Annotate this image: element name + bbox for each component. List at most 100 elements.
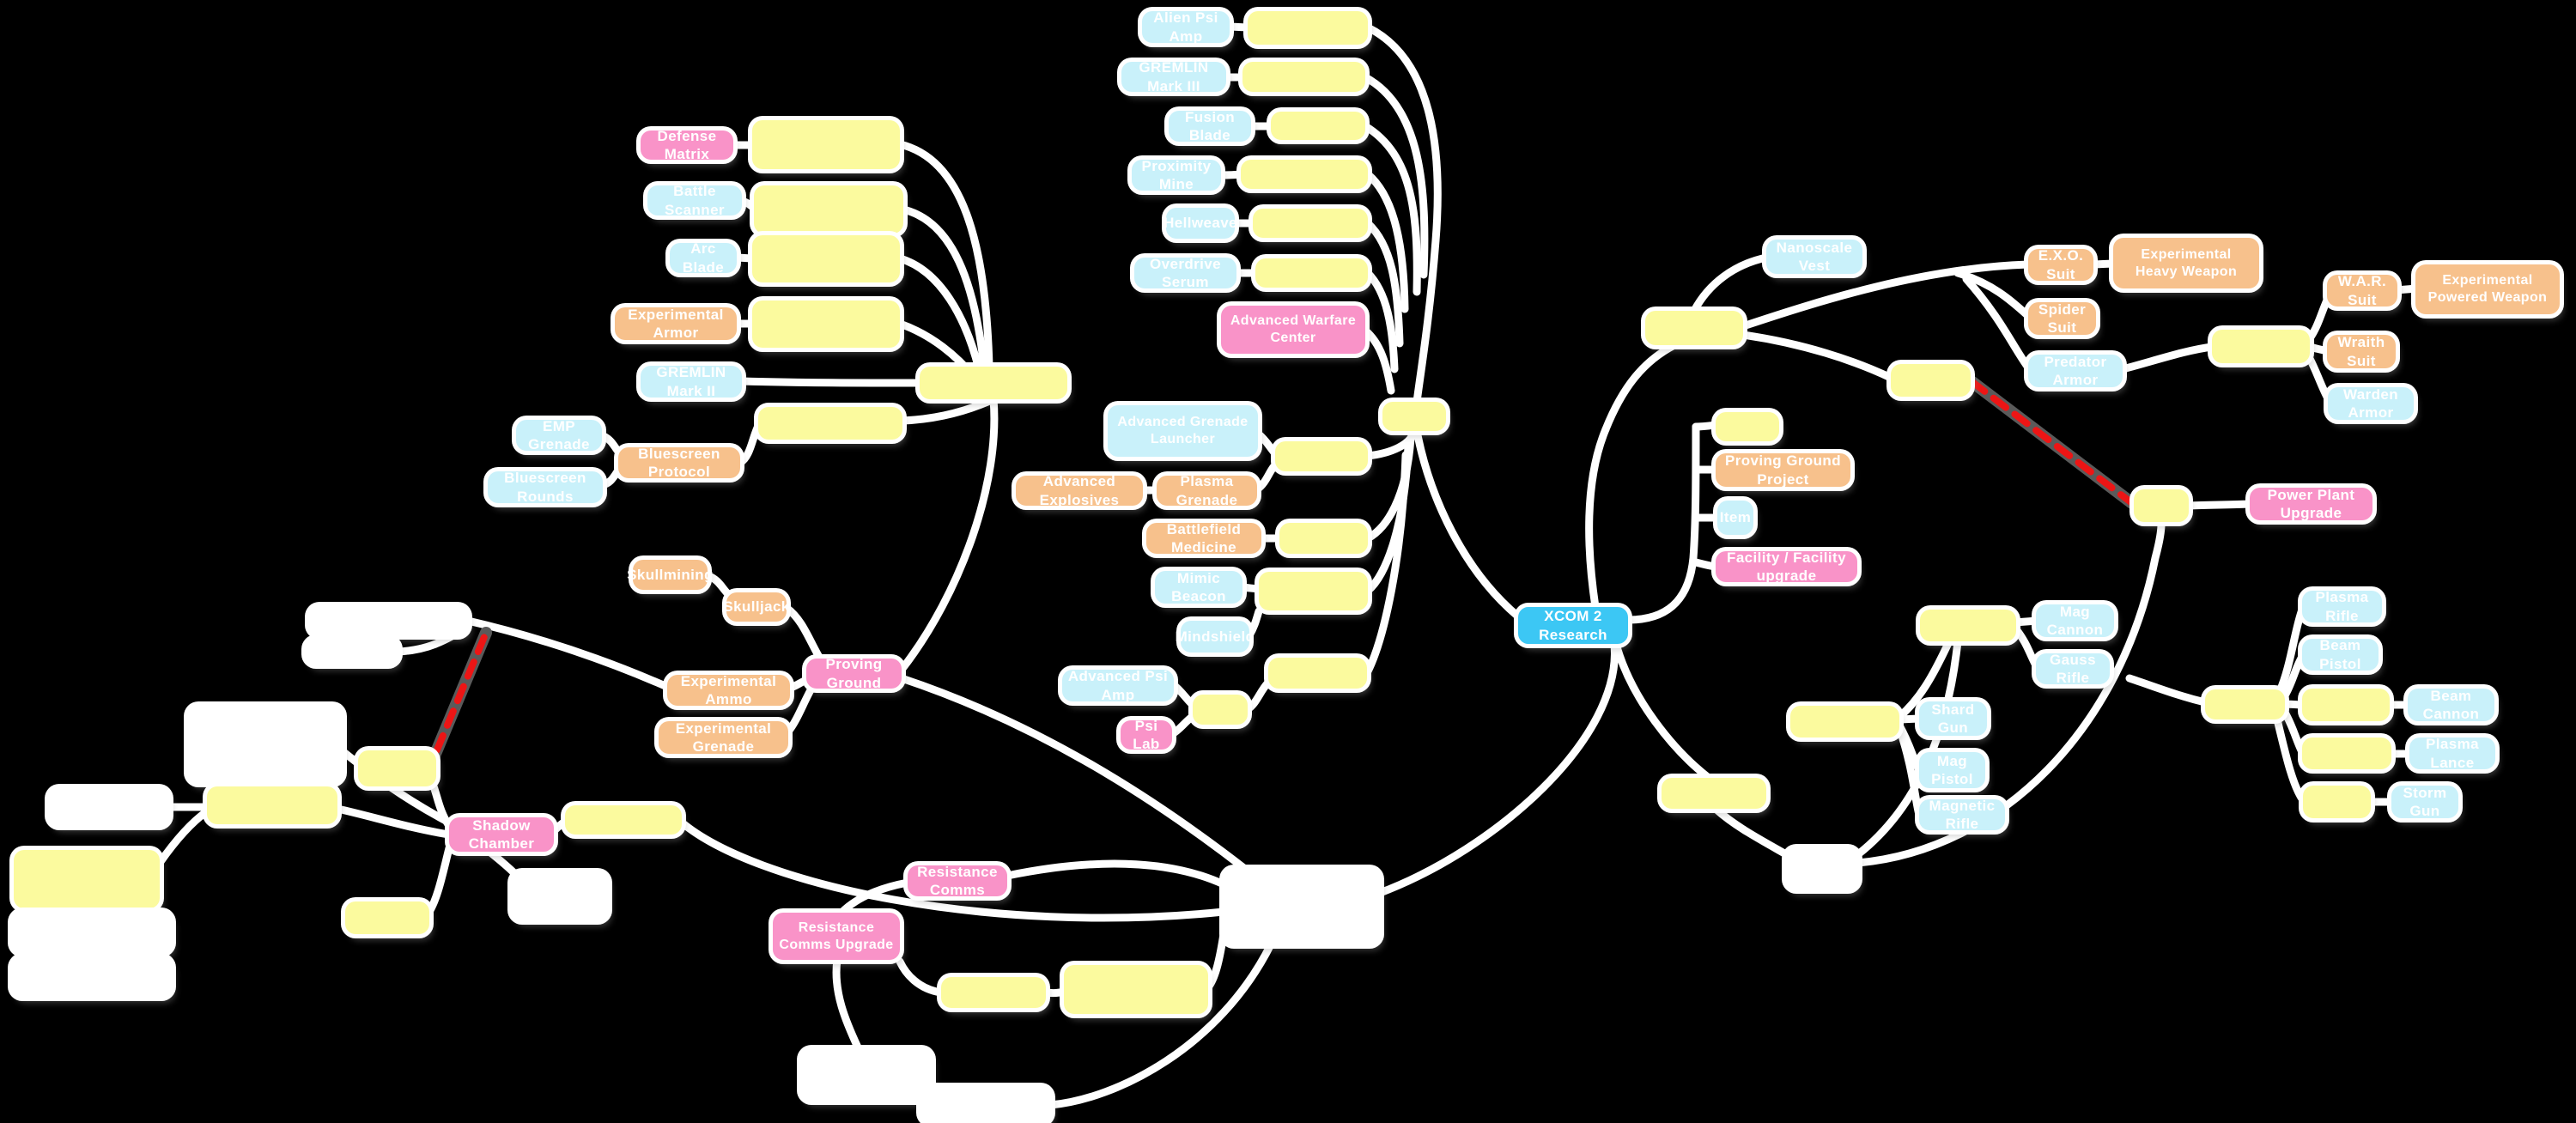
- research-r-hub1[interactable]: [1645, 311, 1743, 345]
- research-r-top[interactable]: [1716, 412, 1779, 441]
- resistance-comms[interactable]: Resistance Comms: [908, 864, 1007, 898]
- research-fr-1[interactable]: [2302, 689, 2390, 721]
- skullmining[interactable]: Skullmining: [627, 560, 713, 590]
- fusion-blade[interactable]: Fusion Blade: [1169, 109, 1251, 143]
- research-rc-1[interactable]: [941, 977, 1046, 1008]
- exo-suit[interactable]: E.X.O. Suit: [2028, 247, 2093, 282]
- alien-psi-amp[interactable]: Alien Psi Amp: [1142, 9, 1230, 45]
- white-shadow-left[interactable]: [49, 788, 169, 826]
- research-tl-3[interactable]: [752, 235, 900, 282]
- research-shadow-3[interactable]: [345, 901, 429, 934]
- research-rc-2[interactable]: [1064, 965, 1208, 1014]
- magnetic-rifle[interactable]: Magnetic Rifle: [1919, 798, 2005, 832]
- plasma-rifle[interactable]: Plasma Rifle: [2302, 589, 2382, 624]
- mag-cannon[interactable]: Mag Cannon: [2036, 604, 2114, 638]
- research-fr-3[interactable]: [2303, 786, 2371, 818]
- white-shadow-big[interactable]: [188, 706, 343, 783]
- research-red-src[interactable]: [1891, 364, 1971, 397]
- research-shadow-1[interactable]: [207, 786, 337, 824]
- research-mc-3[interactable]: [1259, 572, 1368, 610]
- white-rb[interactable]: [1786, 848, 1858, 889]
- advanced-warfare-center[interactable]: Advanced Warfare Center: [1221, 306, 1365, 354]
- research-shadow-2[interactable]: [565, 805, 682, 835]
- psi-lab[interactable]: Psi Lab: [1121, 718, 1172, 752]
- proximity-mine[interactable]: Proximity Mine: [1132, 158, 1221, 192]
- mindshield[interactable]: Mindshield: [1176, 621, 1255, 653]
- white-rc-1[interactable]: [801, 1049, 932, 1101]
- shadow-chamber[interactable]: Shadow Chamber: [449, 817, 554, 852]
- research-hub-left[interactable]: [920, 367, 1067, 399]
- white-trunk[interactable]: [1224, 869, 1380, 944]
- defense-matrix[interactable]: Defense Matrix: [641, 128, 733, 162]
- battlefield-medicine[interactable]: Battlefield Medicine: [1146, 521, 1261, 555]
- experimental-powered-weapon[interactable]: Experimental Powered Weapon: [2415, 264, 2560, 314]
- skulljack[interactable]: Skulljack: [723, 592, 789, 622]
- plasma-lance[interactable]: Plasma Lance: [2409, 736, 2495, 771]
- research-rb-hub[interactable]: [1920, 610, 2016, 641]
- shard-gun[interactable]: Shard Gun: [1919, 701, 1987, 736]
- hellweave[interactable]: Hellweave: [1163, 208, 1237, 239]
- mag-pistol[interactable]: Mag Pistol: [1919, 752, 1985, 788]
- research-red-dst[interactable]: [2134, 489, 2189, 522]
- research-trunk-b[interactable]: [1662, 778, 1766, 809]
- war-suit[interactable]: W.A.R. Suit: [2327, 273, 2397, 308]
- experimental-armor[interactable]: Experimental Armor: [615, 307, 737, 341]
- experimental-ammo[interactable]: Experimental Ammo: [667, 673, 790, 707]
- research-war-hub[interactable]: [2212, 330, 2310, 363]
- white-skull-2[interactable]: [306, 639, 398, 665]
- advanced-explosives[interactable]: Advanced Explosives: [1016, 473, 1143, 508]
- wraith-suit[interactable]: Wraith Suit: [2327, 334, 2396, 369]
- research-tl-4[interactable]: [752, 300, 900, 348]
- research-shadow-big[interactable]: [14, 850, 160, 908]
- research-tm-3[interactable]: [1271, 112, 1365, 140]
- item[interactable]: Item: [1717, 501, 1753, 535]
- advanced-grenade-launcher[interactable]: Advanced Grenade Launcher: [1108, 405, 1258, 457]
- arc-blade[interactable]: Arc Blade: [670, 240, 737, 276]
- warden-armor[interactable]: Warden Armor: [2328, 386, 2414, 421]
- white-shadow-a[interactable]: [12, 912, 172, 953]
- research-rb-2[interactable]: [1790, 706, 1899, 738]
- research-tl-2[interactable]: [754, 185, 903, 234]
- research-tl-1[interactable]: [752, 120, 900, 169]
- gauss-rifle[interactable]: Gauss Rifle: [2036, 652, 2110, 686]
- research-mc-5[interactable]: [1268, 658, 1367, 689]
- storm-gun[interactable]: Storm Gun: [2391, 785, 2458, 819]
- research-tm-6[interactable]: [1255, 258, 1368, 288]
- research-mc-4[interactable]: [1193, 695, 1248, 725]
- white-skull-1[interactable]: [309, 606, 468, 635]
- gremlin-mark-ii[interactable]: GREMLIN Mark II: [641, 364, 742, 399]
- overdrive-serum[interactable]: Overdrive Serum: [1134, 256, 1236, 290]
- spider-suit[interactable]: Spider Suit: [2028, 301, 2096, 336]
- white-rc-2[interactable]: [920, 1087, 1051, 1123]
- research-tm-1[interactable]: [1248, 11, 1368, 45]
- facility-upgrade[interactable]: Facility / Facility upgrade: [1716, 549, 1857, 584]
- white-shadow-r[interactable]: [512, 872, 608, 920]
- research-tm-2[interactable]: [1242, 62, 1365, 92]
- gremlin-mark-iii[interactable]: GREMLIN Mark III: [1121, 59, 1226, 94]
- bluescreen-protocol[interactable]: Bluescreen Protocol: [618, 446, 740, 480]
- beam-pistol[interactable]: Beam Pistol: [2302, 637, 2379, 672]
- research-hub-awc[interactable]: [1382, 402, 1446, 431]
- xcom-2-research[interactable]: XCOM 2 Research: [1518, 607, 1628, 644]
- experimental-heavy-weapon[interactable]: Experimental Heavy Weapon: [2113, 238, 2259, 288]
- white-shadow-b[interactable]: [12, 957, 172, 997]
- research-tm-4[interactable]: [1241, 160, 1368, 189]
- power-plant-upgrade[interactable]: Power Plant Upgrade: [2250, 487, 2372, 521]
- mimic-beacon[interactable]: Mimic Beacon: [1155, 570, 1242, 604]
- research-fr-hub[interactable]: [2205, 689, 2285, 719]
- research-bluescreen[interactable]: [758, 407, 902, 440]
- resistance-comms-upgrade[interactable]: Resistance Comms Upgrade: [773, 913, 900, 960]
- emp-grenade[interactable]: EMP Grenade: [516, 418, 602, 452]
- research-mc-2[interactable]: [1279, 523, 1368, 554]
- beam-cannon[interactable]: Beam Cannon: [2408, 688, 2494, 722]
- research-mc-1[interactable]: [1275, 441, 1368, 471]
- predator-armor[interactable]: Predator Armor: [2028, 354, 2123, 388]
- bluescreen-rounds[interactable]: Bluescreen Rounds: [488, 470, 603, 505]
- advanced-psi-amp[interactable]: Advanced Psi Amp: [1062, 668, 1174, 703]
- research-shadow-red[interactable]: [358, 750, 436, 786]
- experimental-grenade[interactable]: Experimental Grenade: [659, 720, 788, 755]
- nanoscale-vest[interactable]: Nanoscale Vest: [1766, 240, 1862, 274]
- battle-scanner[interactable]: Battle Scanner: [647, 183, 742, 218]
- proving-ground-project[interactable]: Proving Ground Project: [1716, 452, 1850, 488]
- research-tm-5[interactable]: [1253, 209, 1368, 238]
